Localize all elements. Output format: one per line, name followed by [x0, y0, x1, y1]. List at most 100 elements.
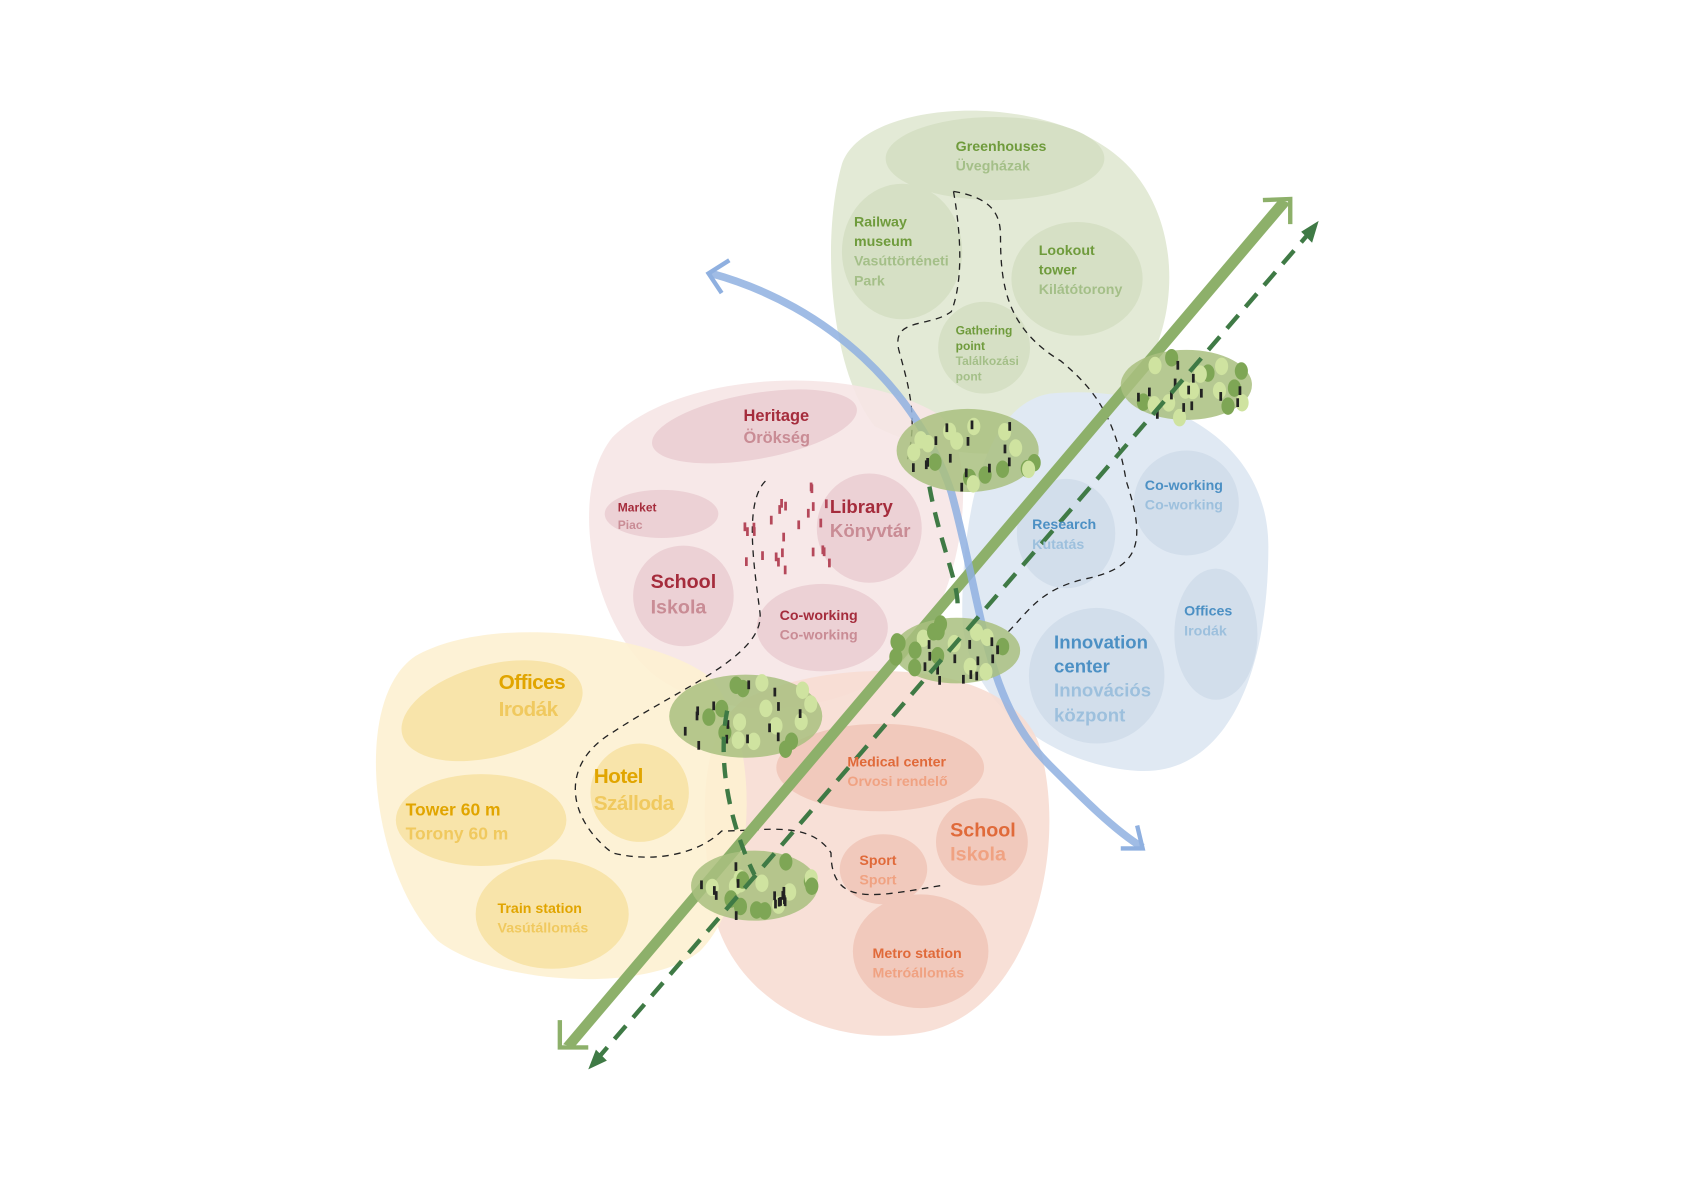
- person-icon: [781, 548, 784, 558]
- person-icon: [746, 734, 749, 744]
- person-icon: [780, 498, 783, 508]
- person-icon: [768, 723, 771, 733]
- person-icon: [810, 484, 814, 494]
- label-sport-hu: Sport: [859, 873, 896, 889]
- person-icon: [1236, 398, 1240, 408]
- person-icon: [927, 640, 931, 649]
- tree-icon: [996, 460, 1010, 478]
- person-icon: [783, 565, 787, 575]
- person-icon: [769, 515, 773, 525]
- tree-icon: [970, 623, 984, 642]
- person-icon: [734, 911, 738, 920]
- person-icon: [960, 482, 964, 492]
- person-icon: [1187, 385, 1191, 395]
- person-icon: [746, 527, 749, 536]
- person-icon: [747, 680, 751, 690]
- label-railway-museum: Railway: [854, 214, 907, 230]
- label-railway-museum-2: museum: [854, 234, 912, 250]
- person-icon: [938, 676, 941, 685]
- label-school-pink-hu: Iskola: [651, 596, 708, 618]
- tree-icon: [731, 731, 745, 749]
- person-icon: [1199, 388, 1203, 398]
- tree-icon: [1227, 379, 1241, 397]
- person-icon: [1176, 360, 1180, 370]
- person-icon: [928, 651, 932, 661]
- label-school-pink: School: [651, 571, 717, 593]
- person-icon: [778, 505, 782, 514]
- label-greenhouses: Greenhouses: [956, 139, 1047, 155]
- person-icon: [744, 557, 748, 567]
- label-coworking-blue-hu: Co-working: [1145, 498, 1223, 514]
- person-icon: [988, 463, 991, 473]
- label-hotel-hu: Szálloda: [594, 792, 675, 815]
- person-icon: [761, 551, 764, 561]
- labels-green: Greenhouses Üvegházak Railway museum Vas…: [854, 139, 1123, 384]
- label-offices-blue: Offices: [1184, 604, 1232, 620]
- person-icon: [1137, 392, 1140, 402]
- tree-icon: [729, 676, 743, 694]
- person-icon: [774, 552, 778, 562]
- tree-icon: [889, 648, 903, 666]
- label-market-hu: Piac: [618, 518, 643, 532]
- person-icon: [1238, 386, 1242, 396]
- label-medical-center-hu: Orvosi rendelő: [847, 774, 948, 790]
- person-icon: [975, 671, 979, 681]
- label-innovation-center-2: center: [1054, 655, 1110, 676]
- label-railway-museum-hu-2: Park: [854, 273, 885, 289]
- person-icon: [725, 734, 729, 744]
- person-icon: [695, 711, 699, 721]
- person-icon: [773, 687, 777, 697]
- person-icon: [991, 654, 995, 664]
- label-library: Library: [830, 496, 894, 517]
- tree-icon: [778, 740, 793, 758]
- label-school-salmon: School: [950, 819, 1016, 841]
- tree-icon: [702, 708, 716, 726]
- person-icon: [811, 502, 815, 511]
- label-gathering-point-hu-2: pont: [956, 370, 982, 384]
- person-icon: [782, 532, 786, 542]
- person-icon: [752, 527, 756, 536]
- label-sport: Sport: [859, 853, 896, 869]
- person-icon: [1007, 457, 1011, 467]
- label-coworking-pink-hu: Co-working: [780, 628, 858, 644]
- label-offices-yellow-hu: Irodák: [499, 698, 559, 721]
- label-greenhouses-hu: Üvegházak: [956, 158, 1030, 175]
- person-icon: [777, 557, 780, 567]
- tree-icon: [1148, 356, 1162, 375]
- tree-icon: [967, 417, 981, 436]
- tree-icon: [1215, 357, 1229, 376]
- label-train-station-hu: Vasútállomás: [498, 921, 589, 937]
- tree-icon: [747, 732, 761, 751]
- person-icon: [828, 558, 831, 568]
- person-icon: [683, 726, 687, 736]
- tree-icon: [1022, 460, 1036, 479]
- tree-icon: [979, 663, 993, 681]
- person-icon: [811, 547, 815, 557]
- person-icon: [1191, 373, 1195, 383]
- labels-blue: Co-working Co-working Research Kutatás O…: [1032, 478, 1232, 726]
- tree-icon: [1193, 365, 1207, 383]
- tree-icon: [755, 874, 769, 892]
- tree-icon: [890, 633, 904, 651]
- tree-icon: [733, 897, 748, 916]
- tree-icon: [943, 422, 957, 441]
- tree-icon: [804, 695, 818, 713]
- tree-icon: [998, 423, 1012, 441]
- person-icon: [743, 522, 747, 532]
- label-gathering-point-hu: Találkozási: [956, 354, 1019, 368]
- label-coworking-blue: Co-working: [1145, 478, 1223, 494]
- tree-icon: [759, 699, 773, 718]
- tree-icon: [996, 637, 1010, 656]
- label-lookout-tower: Lookout: [1039, 243, 1095, 259]
- tree-icon: [966, 475, 980, 493]
- person-icon: [712, 701, 716, 711]
- label-library-hu: Könyvtár: [830, 520, 911, 541]
- person-icon: [822, 547, 826, 557]
- person-icon: [1003, 444, 1007, 454]
- tree-icon: [907, 443, 921, 462]
- person-icon: [806, 508, 810, 518]
- person-icon: [1170, 390, 1173, 400]
- tree-icon: [805, 877, 819, 895]
- person-icon: [923, 662, 927, 672]
